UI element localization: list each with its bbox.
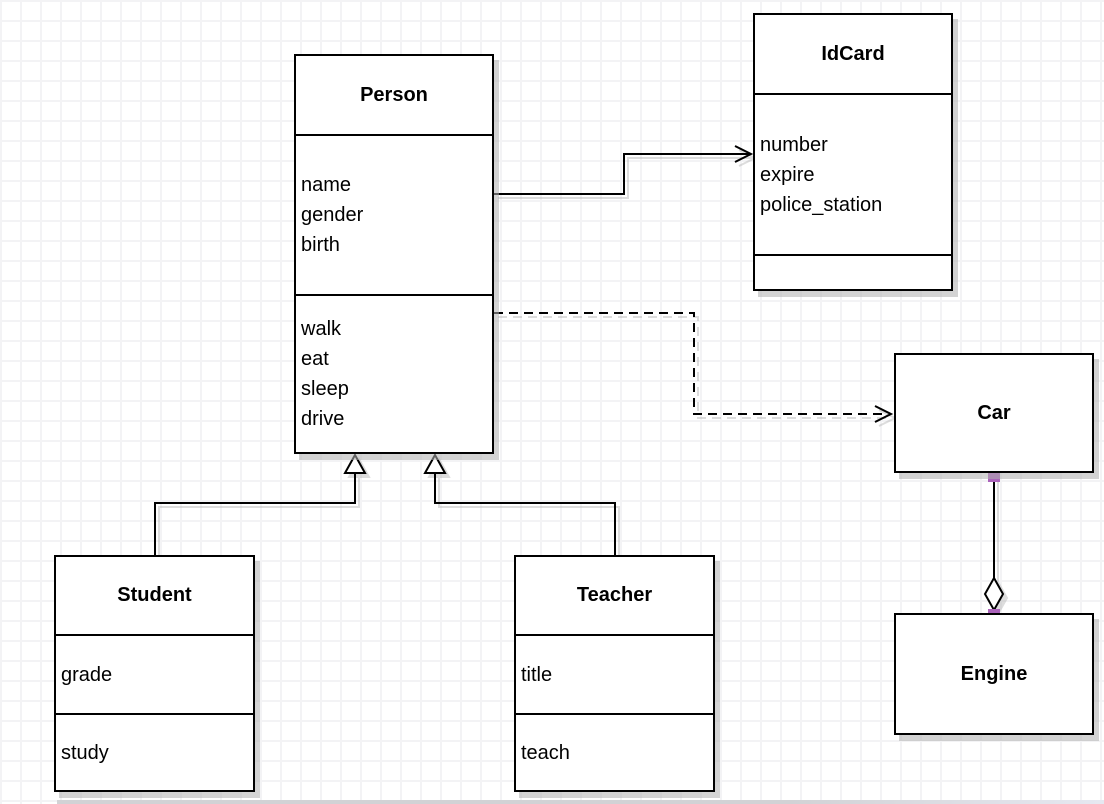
method: teach: [521, 741, 570, 764]
connector-association-person-idcard[interactable]: [494, 145, 754, 195]
class-car[interactable]: Car: [894, 353, 1094, 473]
class-idcard[interactable]: IdCard number expire police_station: [753, 13, 953, 291]
attribute: police_station: [760, 193, 883, 216]
canvas-edge: [57, 800, 1104, 804]
connector-dependency-person-car[interactable]: [494, 312, 894, 423]
method: sleep: [301, 378, 349, 400]
method: eat: [301, 348, 329, 370]
open-arrowhead-icon: [874, 405, 894, 423]
attribute: birth: [301, 234, 340, 256]
hollow-diamond-icon: [983, 575, 1005, 613]
class-teacher[interactable]: Teacher title teach: [514, 555, 715, 792]
class-title: Teacher: [576, 584, 653, 606]
attribute: title: [521, 663, 553, 686]
attributes-compartment: grade: [56, 634, 253, 713]
hollow-triangle-icon: [423, 452, 447, 474]
class-title: Car: [977, 401, 1011, 424]
methods-compartment: walk eat sleep drive: [296, 294, 492, 452]
attributes-compartment: number expire police_station: [755, 93, 951, 254]
class-title: Student: [117, 584, 192, 606]
class-title: IdCard: [821, 42, 885, 65]
connector-inheritance-teacher-person[interactable]: [423, 452, 616, 555]
attribute: name: [301, 174, 352, 196]
attributes-compartment: name gender birth: [296, 134, 492, 294]
methods-compartment: [755, 254, 951, 289]
open-arrowhead-icon: [734, 145, 754, 163]
class-engine[interactable]: Engine: [894, 613, 1094, 735]
connector-aggregation-car-engine[interactable]: [983, 474, 1005, 613]
attributes-compartment: title: [516, 634, 713, 713]
method: drive: [301, 408, 345, 430]
methods-compartment: teach: [516, 713, 713, 790]
methods-compartment: study: [56, 713, 253, 790]
attribute: expire: [760, 163, 815, 186]
method: study: [61, 741, 109, 764]
hollow-triangle-icon: [343, 452, 367, 474]
endpoint-handle[interactable]: [988, 470, 1000, 482]
attribute: number: [760, 133, 828, 156]
class-person[interactable]: Person name gender birth walk eat sleep …: [294, 54, 494, 454]
class-title: Engine: [960, 662, 1028, 685]
class-student[interactable]: Student grade study: [54, 555, 255, 792]
method: walk: [301, 318, 342, 340]
class-title: Person: [360, 83, 428, 106]
attribute: grade: [61, 663, 113, 686]
connector-inheritance-student-person[interactable]: [154, 452, 367, 555]
attribute: gender: [301, 204, 364, 226]
